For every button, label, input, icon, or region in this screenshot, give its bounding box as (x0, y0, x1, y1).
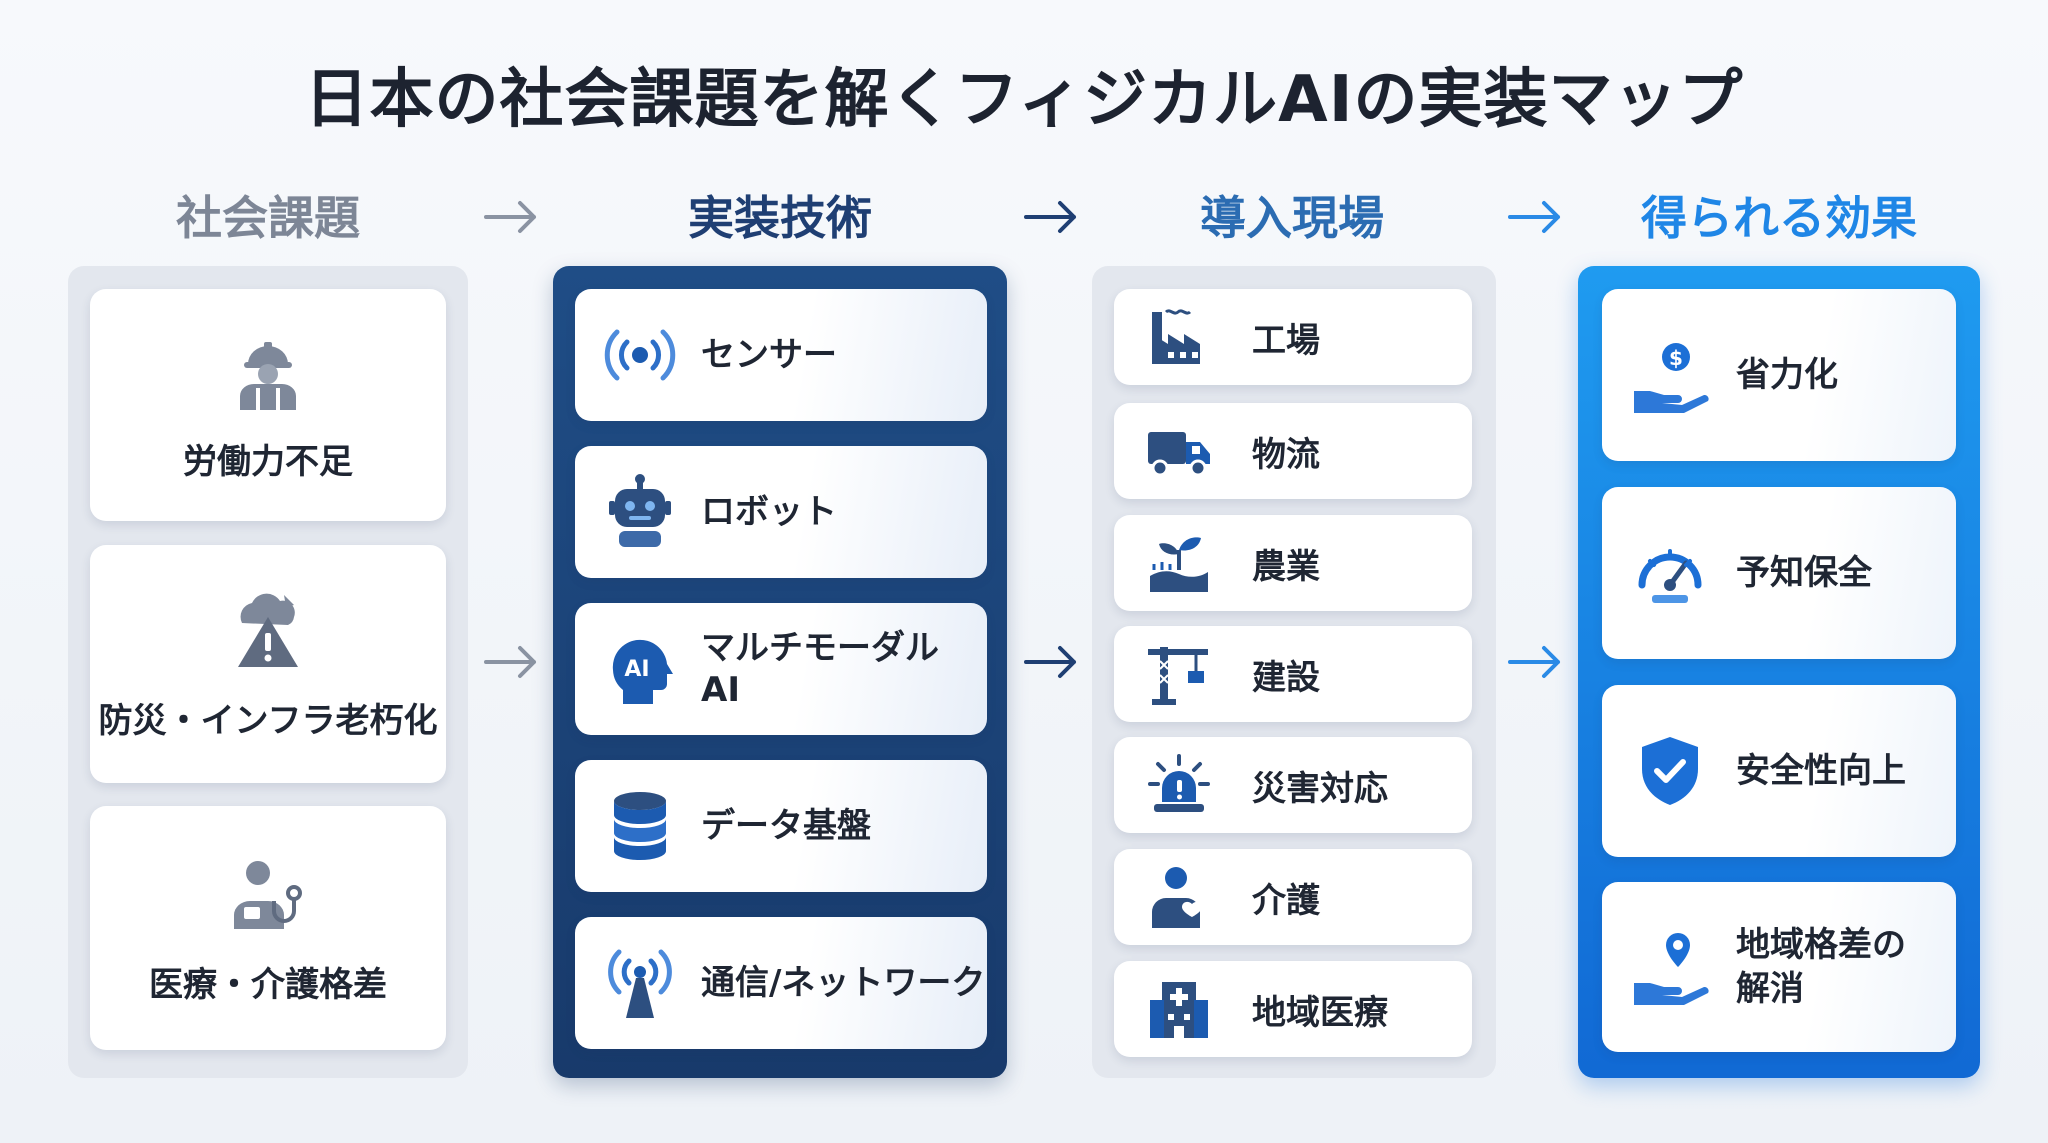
arrow-right-icon (484, 646, 536, 678)
tech-card-data-platform: データ基盤 (575, 760, 987, 892)
effect-label: 省力化 (1736, 355, 1838, 395)
gauge-icon (1638, 549, 1702, 603)
page-title: 日本の社会課題を解くフィジカルAIの実装マップ (304, 63, 1744, 137)
site-label: 災害対応 (1252, 768, 1388, 809)
svg-text:AI: AI (624, 657, 649, 682)
tech-label-line1: マルチモーダル (701, 628, 939, 668)
factory-icon (1152, 309, 1200, 364)
heading-effects: 得られる効果 (1641, 191, 1917, 245)
effect-label: 安全性向上 (1736, 751, 1906, 791)
effect-card-safety: 安全性向上 (1602, 685, 1956, 857)
issue-label: 防災・インフラ老朽化 (98, 700, 438, 741)
effect-label-line1: 地域格差の (1736, 925, 1906, 965)
caregiver-icon (1152, 867, 1202, 928)
worker-icon (240, 341, 296, 410)
tech-card-multimodal-ai: AI マルチモーダル AI (575, 603, 987, 735)
hospital-icon (1150, 982, 1208, 1038)
tech-card-robot: ロボット (575, 446, 987, 578)
hand-coin-icon: $ (1634, 343, 1709, 413)
heading-social-issues: 社会課題 (176, 191, 360, 245)
robot-icon (609, 474, 671, 547)
tech-label: センサー (701, 335, 837, 375)
arrow-right-icon (1508, 201, 1560, 233)
site-label: 物流 (1252, 434, 1320, 475)
effect-card-predictive-maintenance: 予知保全 (1602, 487, 1956, 659)
plant-icon (1150, 537, 1208, 592)
tech-label: ロボット (701, 492, 837, 532)
effect-card-labor-saving: $ 省力化 (1602, 289, 1956, 461)
effect-label-line2: 解消 (1736, 969, 1804, 1009)
truck-icon (1148, 432, 1210, 477)
arrow-right-icon (1508, 646, 1560, 678)
arrow-right-icon (1024, 646, 1076, 678)
site-label: 工場 (1252, 320, 1320, 361)
effect-card-regional-gap: 地域格差の 解消 (1602, 882, 1956, 1052)
tech-card-network: 通信/ネットワーク (575, 917, 987, 1049)
sensor-icon (604, 329, 676, 381)
issue-card-medical-gap: 医療・介護格差 (90, 806, 446, 1050)
heading-technologies: 実装技術 (688, 191, 872, 245)
tech-label: マルチモーダル AI (701, 627, 939, 711)
site-card-construction: 建設 (1114, 626, 1472, 722)
site-card-agriculture: 農業 (1114, 515, 1472, 611)
site-label: 地域医療 (1252, 992, 1388, 1033)
effect-label: 予知保全 (1736, 553, 1872, 593)
site-label: 建設 (1252, 657, 1320, 698)
effect-label: 地域格差の 解消 (1736, 923, 1906, 1011)
tech-label-line2: AI (701, 670, 740, 710)
svg-text:$: $ (1669, 346, 1683, 370)
issue-card-disaster-infrastructure: 防災・インフラ老朽化 (90, 545, 446, 783)
issue-label: 医療・介護格差 (149, 964, 387, 1005)
disaster-warning-icon (238, 593, 298, 667)
site-card-disaster-response: 災害対応 (1114, 737, 1472, 833)
tech-card-sensor: センサー (575, 289, 987, 421)
siren-icon (1148, 754, 1210, 812)
arrow-right-icon (484, 201, 536, 233)
issue-card-labor-shortage: 労働力不足 (90, 289, 446, 521)
database-icon (614, 792, 666, 860)
site-label: 介護 (1252, 880, 1320, 921)
crane-icon (1148, 647, 1208, 705)
site-card-nursing-care: 介護 (1114, 849, 1472, 945)
site-card-factory: 工場 (1114, 289, 1472, 385)
ai-head-icon: AI (612, 639, 673, 704)
tech-label: 通信/ネットワーク (701, 963, 986, 1003)
doctor-stethoscope-icon (234, 860, 302, 929)
heading-sites: 導入現場 (1200, 191, 1384, 245)
site-label: 農業 (1252, 546, 1320, 587)
arrow-right-icon (1024, 201, 1076, 233)
tech-label: データ基盤 (701, 806, 871, 846)
site-card-logistics: 物流 (1114, 403, 1472, 499)
issue-label: 労働力不足 (183, 441, 353, 482)
hand-location-icon (1634, 933, 1709, 1005)
shield-check-icon (1642, 737, 1698, 805)
antenna-icon (608, 949, 672, 1018)
site-card-regional-medicine: 地域医療 (1114, 961, 1472, 1057)
